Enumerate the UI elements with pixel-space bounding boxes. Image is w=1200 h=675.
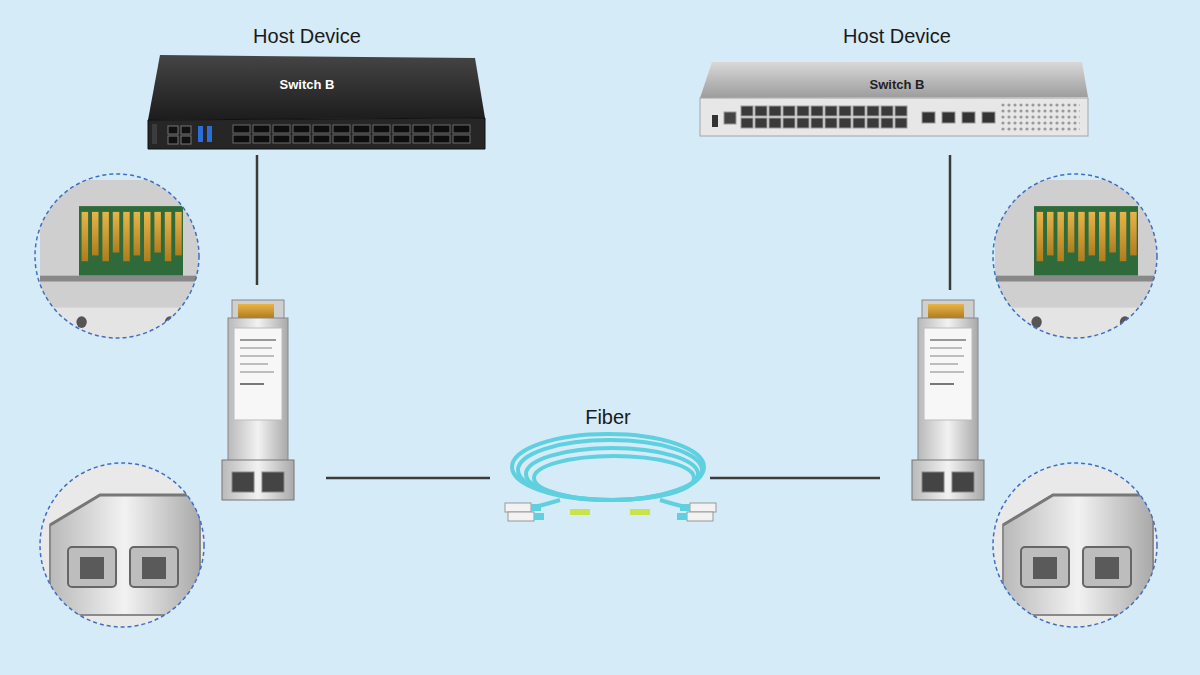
host-switch: Host DeviceSwitch B [140,22,474,150]
device-heading: Host Device [140,22,474,50]
host-switch: Host DeviceSwitch B [700,22,1094,142]
switch-name: Switch B [700,75,1094,95]
switch-name: Switch B [140,75,474,95]
cable-label: Fiber [548,404,668,430]
device-heading: Host Device [700,22,1094,50]
